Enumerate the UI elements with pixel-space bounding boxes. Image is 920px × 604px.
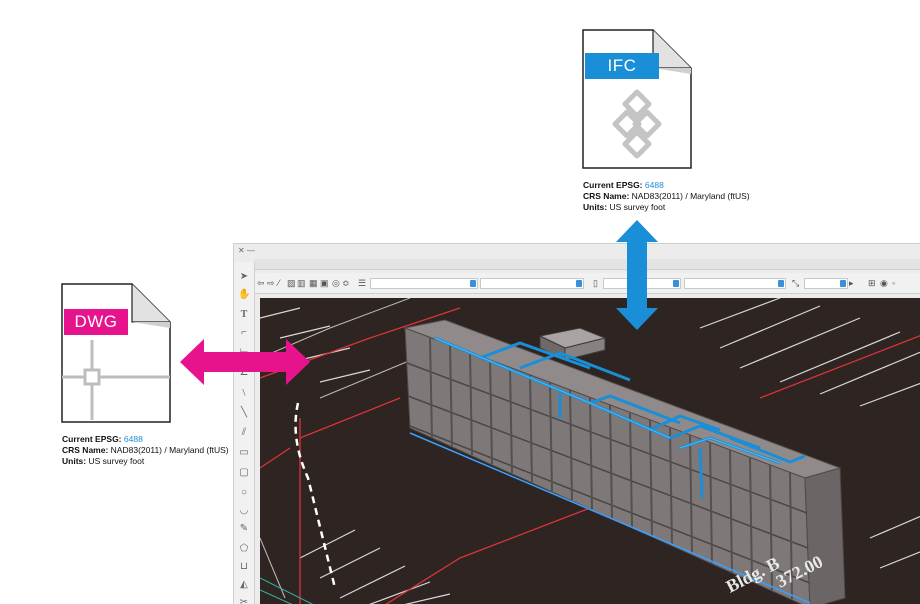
- line-tool-icon[interactable]: ﹨: [239, 387, 249, 398]
- eye-icon[interactable]: ◉: [880, 278, 888, 288]
- zoom-icon[interactable]: ⊞: [868, 278, 876, 288]
- circle-tool-icon[interactable]: ○: [240, 487, 248, 498]
- title-bar: [254, 259, 920, 270]
- forward-arrow-icon[interactable]: ⇨: [267, 278, 275, 288]
- document-icon[interactable]: ▯: [593, 278, 598, 288]
- view-select[interactable]: [684, 278, 786, 289]
- dwg-document-icon: [61, 283, 171, 423]
- chevron-down-icon: [778, 280, 784, 287]
- class-select[interactable]: [370, 278, 478, 289]
- crs-value: NAD83(2011) / Maryland (ftUS): [110, 445, 229, 455]
- parking-stripes: [260, 298, 920, 604]
- drawing-canvas[interactable]: Bldg. B 372.00: [260, 298, 920, 604]
- polyline-tool-icon[interactable]: ╲: [240, 407, 248, 418]
- freehand-tool-icon[interactable]: ✎: [239, 523, 249, 534]
- pattern-tool-icon[interactable]: ▨: [287, 278, 296, 288]
- snap-icon[interactable]: ⤡: [792, 278, 800, 288]
- double-line-tool-icon[interactable]: ⫽: [241, 427, 247, 438]
- crs-label: CRS Name:: [62, 445, 109, 455]
- epsg-value: 6488: [644, 180, 664, 190]
- cad-app-window[interactable]: ✕ — ⇦ ⇨ ⁄ ▨ ▥ ▦ ▣ ◎ ≎ ☰ ▯ ⤡ ▸ ⊞ ◉ ◦ ➤ ✋ …: [233, 243, 920, 604]
- settings-icon[interactable]: ◦: [892, 278, 896, 288]
- crosshair-icon: [62, 340, 170, 420]
- grid-tool-icon[interactable]: ▦: [309, 278, 318, 288]
- polygon-tool-icon[interactable]: ⬠: [239, 543, 249, 554]
- callout-tool-icon[interactable]: ⌐: [241, 327, 247, 338]
- hatch-tool-icon[interactable]: ▥: [297, 278, 306, 288]
- ifc-exchange-arrow: [616, 220, 658, 330]
- arc-tool-icon[interactable]: ◡: [239, 505, 249, 516]
- render-icon[interactable]: ▸: [849, 278, 854, 288]
- eye-icon[interactable]: ◎: [332, 278, 340, 288]
- layers-icon[interactable]: ☰: [358, 278, 367, 288]
- units-value: US survey foot: [88, 456, 145, 466]
- left-toolbar: ➤ ✋ T ⌐ ⊢ ∠ ﹨ ╲ ⫽ ▭ ▢ ○ ◡ ✎ ⬠ ⊔ ◭ ✂: [234, 262, 255, 604]
- text-tool-icon[interactable]: T: [240, 309, 248, 320]
- dwg-info: Current EPSG: 6488 CRS Name: NAD83(2011)…: [62, 434, 229, 467]
- ifc-document-icon: [582, 29, 692, 169]
- mep-pipes-glow: [434, 337, 781, 464]
- selection-arrow-icon[interactable]: ➤: [239, 271, 249, 282]
- epsg-label: Current EPSG:: [62, 434, 122, 444]
- site-plan-drawing: Bldg. B 372.00: [260, 298, 920, 604]
- cut-tool-icon[interactable]: ✂: [239, 597, 249, 604]
- fill-tool-icon[interactable]: ◭: [240, 579, 248, 590]
- ifc-info: Current EPSG: 6488 CRS Name: NAD83(2011)…: [583, 180, 750, 213]
- selection-outline: [409, 432, 811, 604]
- dwg-file-card[interactable]: DWG: [60, 282, 172, 424]
- rounded-rectangle-tool-icon[interactable]: ▢: [239, 467, 249, 478]
- chevron-down-icon: [470, 280, 476, 287]
- pan-hand-icon[interactable]: ✋: [238, 289, 251, 300]
- chevron-down-icon: [576, 280, 582, 287]
- units-label: Units:: [62, 456, 87, 466]
- dwg-exchange-arrow: [180, 339, 310, 385]
- line-tool-icon[interactable]: ⁄: [278, 278, 280, 288]
- units-value: US survey foot: [609, 202, 666, 212]
- rectangle-tool-icon[interactable]: ▭: [239, 447, 249, 458]
- epsg-value: 6488: [123, 434, 143, 444]
- units-label: Units:: [583, 202, 608, 212]
- window-controls[interactable]: ✕ —: [238, 246, 255, 255]
- stamp-tool-icon[interactable]: ⊔: [240, 561, 248, 572]
- chevron-down-icon: [840, 280, 846, 287]
- crs-value: NAD83(2011) / Maryland (ftUS): [631, 191, 750, 201]
- dwg-tag: DWG: [64, 309, 128, 335]
- dashed-centerline: [294, 402, 337, 589]
- ifc-tag: IFC: [585, 53, 659, 79]
- crs-label: CRS Name:: [583, 191, 630, 201]
- visibility-dropdown-icon[interactable]: ≎: [342, 278, 350, 288]
- utility-lines: [260, 577, 314, 604]
- ifc-file-card[interactable]: IFC: [581, 28, 693, 170]
- epsg-label: Current EPSG:: [583, 180, 643, 190]
- back-arrow-icon[interactable]: ⇦: [257, 278, 265, 288]
- chevron-down-icon: [673, 280, 679, 287]
- render-select[interactable]: [804, 278, 848, 289]
- angle-tool-icon[interactable]: ∠: [239, 367, 249, 378]
- shape-tool-icon[interactable]: ▣: [320, 278, 329, 288]
- layer-select[interactable]: [480, 278, 584, 289]
- ifc-logo-icon: [612, 89, 662, 159]
- top-toolbar: ⇦ ⇨ ⁄ ▨ ▥ ▦ ▣ ◎ ≎ ☰ ▯ ⤡ ▸ ⊞ ◉ ◦: [254, 273, 920, 294]
